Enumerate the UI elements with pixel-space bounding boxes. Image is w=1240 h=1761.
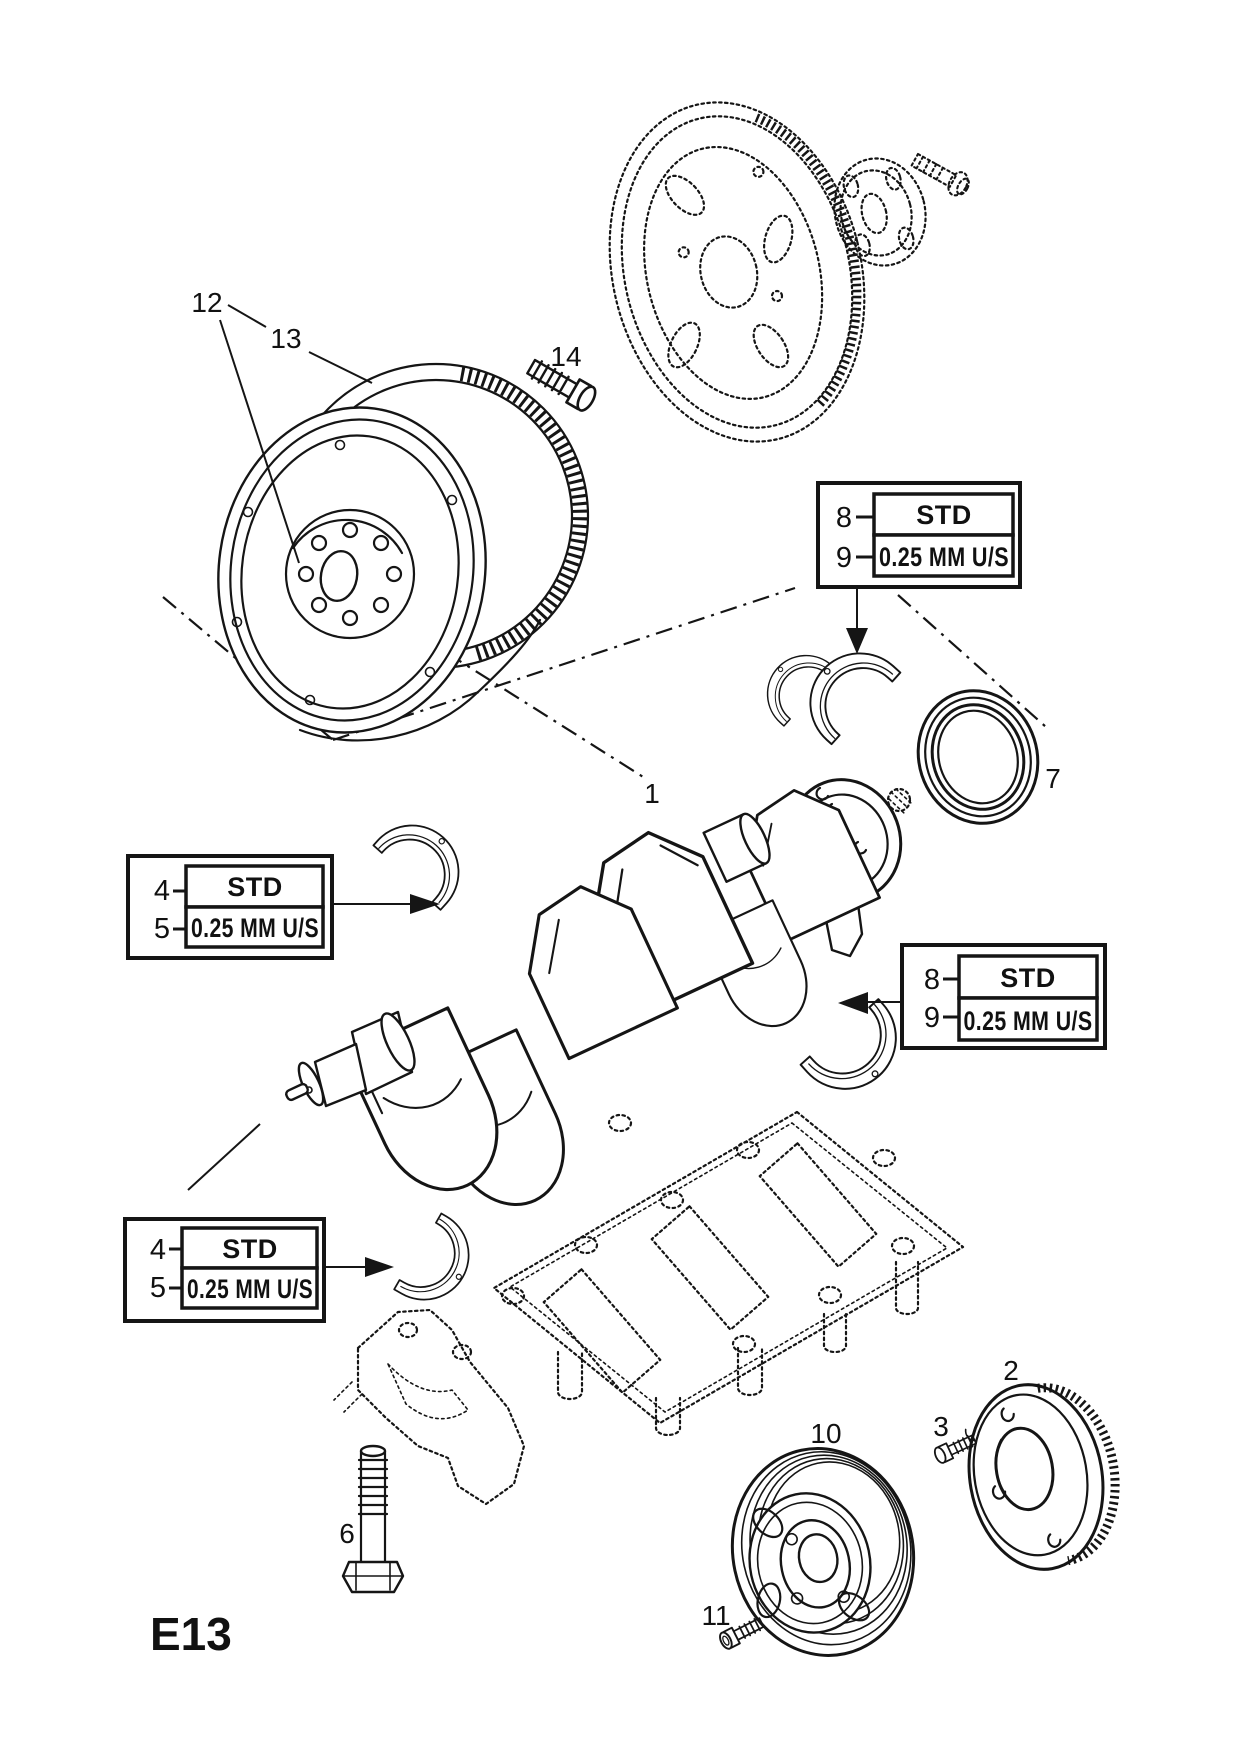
callout-box-front-lower: STD 0.25 MM U/S 4 5 <box>123 1217 394 1323</box>
automatic-driveplate <box>608 101 866 443</box>
driveplate-hub-washer <box>833 157 927 267</box>
ref-4: 4 <box>150 1234 166 1266</box>
undersize-label: 0.25 MM U/S <box>964 1006 1093 1036</box>
rear-bearing-cap <box>333 1308 526 1506</box>
driveplate-bolt <box>910 152 970 197</box>
ref-9: 9 <box>924 1002 940 1034</box>
main-bearing-lower-shell-rear <box>799 995 918 1111</box>
label-sensor-ring-bolt: 3 <box>933 1411 949 1442</box>
undersize-label: 0.25 MM U/S <box>191 913 319 943</box>
callout-box-rear-lower: STD 0.25 MM U/S 8 9 <box>838 943 1107 1050</box>
pulley-bolt <box>719 1617 765 1650</box>
main-bearing-lower-shell-front <box>393 1211 486 1317</box>
crankpin-rear <box>702 812 771 883</box>
undersize-label: 0.25 MM U/S <box>187 1274 313 1304</box>
sensor-ring-bolt <box>933 1434 977 1464</box>
std-size-label: STD <box>227 872 283 902</box>
ref-5: 5 <box>154 913 170 945</box>
crankshaft <box>285 778 903 1206</box>
label-pulley-bolt: 11 <box>701 1600 730 1631</box>
label-pulley: 10 <box>810 1418 841 1449</box>
std-size-label: STD <box>1000 963 1056 993</box>
crankshaft-pulley <box>730 1447 916 1657</box>
std-size-label: STD <box>916 500 972 530</box>
label-flywheel-bolt: 14 <box>550 341 581 372</box>
rear-oil-seal <box>916 689 1040 825</box>
ref-5: 5 <box>150 1272 166 1304</box>
label-ring-gear: 13 <box>270 323 301 354</box>
callout-box-rear-upper: STD 0.25 MM U/S 8 9 <box>816 481 1022 654</box>
flywheel-bolt <box>526 358 597 412</box>
part-number-labels: 12 13 14 1 7 6 10 11 2 3 <box>191 287 1060 1631</box>
thrust-bearing-shell <box>788 631 902 748</box>
dowel-plug <box>886 787 912 814</box>
label-bearing-cap-bolt: 6 <box>339 1518 355 1549</box>
flywheel-assembly <box>217 362 590 742</box>
label-sensor-ring: 2 <box>1003 1355 1019 1386</box>
main-bearing-bridge <box>492 1110 965 1437</box>
ref-8: 8 <box>836 502 852 534</box>
counterweight-centre-upper2 <box>527 885 679 1061</box>
bearing-cap-bolt <box>341 1444 405 1594</box>
ref-4: 4 <box>154 875 170 907</box>
std-size-label: STD <box>222 1234 278 1264</box>
undersize-label: 0.25 MM U/S <box>879 542 1009 572</box>
label-rear-oil-seal: 7 <box>1045 763 1061 794</box>
label-flywheel: 12 <box>191 287 222 318</box>
woodruff-key <box>285 1082 309 1102</box>
label-crankshaft: 1 <box>644 778 660 809</box>
crankshaft-nose <box>297 1010 416 1108</box>
ref-9: 9 <box>836 542 852 574</box>
flywheel-disc <box>217 406 542 742</box>
ref-8: 8 <box>924 964 940 996</box>
page-code: E13 <box>150 1608 232 1660</box>
sensor-ring <box>964 1383 1120 1571</box>
callout-box-front-upper: STD 0.25 MM U/S 4 5 <box>126 854 440 960</box>
main-bearing-upper-shell <box>370 805 479 911</box>
